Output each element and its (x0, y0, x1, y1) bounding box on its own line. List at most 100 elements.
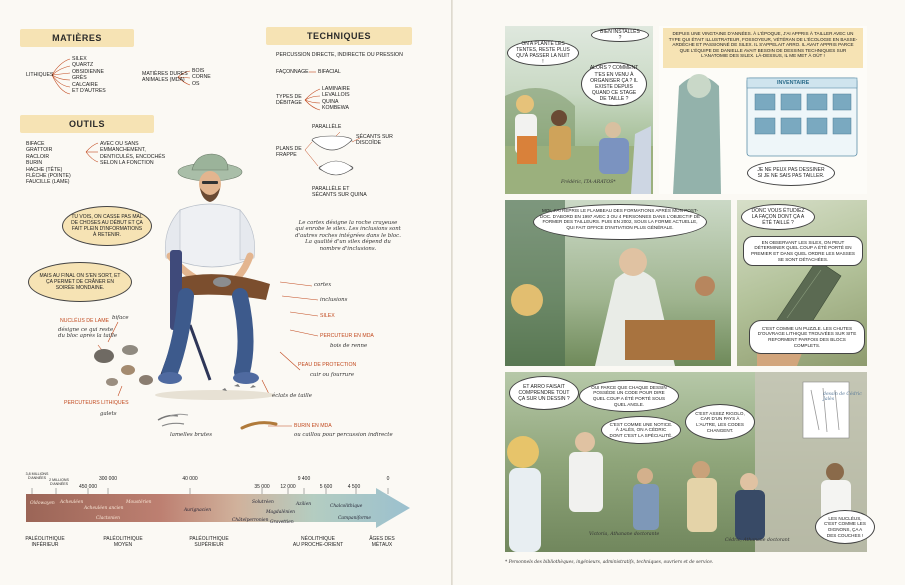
p4-bubble-donc: DONC VOUS ÉTUDIEZ LA FAÇON DONT ÇA A ÉTÉ… (741, 204, 815, 230)
tick-5600: 5 600 (319, 484, 333, 490)
culture-aurignacien: Aurignacien (184, 508, 212, 513)
p1-bubble-bien-installes: BIEN INSTALLÉS ? (591, 28, 649, 42)
label-percussion: PERCUSSION DIRECTE, INDIRECTE OU PRESSIO… (276, 52, 403, 58)
label-secants-discoide: SÉCANTS SUR DISCOÏDE (356, 134, 393, 147)
p2-screen-title: INVENTAIRE (777, 80, 810, 86)
p4-bubble-observant: EN OBSERVANT LES SILEX, ON PEUT DÉTERMIN… (743, 236, 863, 266)
label-eclats: éclats de taille (272, 393, 312, 399)
culture-magdalenien: Magdalénien (266, 510, 296, 515)
p3-caption: MOI, J'AI REPRIS LE FLAMBEAU DES FORMATI… (533, 204, 707, 240)
list-animales: BOIS CORNE OS (192, 68, 211, 87)
panel-1-art (505, 88, 653, 194)
label-lamelles: lamelles brutes (170, 432, 212, 438)
list-lithiques: SILEX QUARTZ OBSIDIENNE GRÈS CALCAIRE ET… (72, 56, 106, 95)
culture-campaniforme: Campaniforme (338, 516, 371, 521)
bubble-mais-au-final: MAIS AU FINAL ON S'EN SORT, ET ÇA PERMET… (28, 262, 132, 302)
label-bifacial: BIFACIAL (318, 69, 341, 75)
culture-chalcolithique: Chalcolithique (330, 504, 363, 509)
period-neolithique: NÉOLITHIQUE AU PROCHE-ORIENT (292, 536, 344, 548)
culture-oldowayen: Oldowayen (30, 501, 55, 506)
p5-signature-cedric: Cédric, Athanane doctorant (725, 538, 790, 543)
p2-caption: DEPUIS UNE VINGTAINE D'ANNÉES. À L'ÉPOQU… (663, 28, 863, 68)
list-debitage: LAMINAIRE LEVALLOIS QUINA KOMBEWA (322, 86, 350, 112)
p5-bubble-oignons: LES NUCLÉUS, C'EST COMME LES OIGNONS, ÇA… (815, 510, 875, 544)
label-animales: MATIÈRES DURES ANIMALES (MDA) (142, 71, 188, 84)
panel-5-art (507, 372, 867, 552)
p5-bubble-notice: C'EST COMME UNE NOTICE. À JALÈS, ON A CÉ… (601, 416, 681, 444)
period-paleo-inferieur: PALÉOLITHIQUE INFÉRIEUR (25, 536, 65, 548)
panel-3-art (505, 200, 715, 366)
label-faconnage: FAÇONNAGE (276, 69, 309, 75)
label-debitage: TYPES DE DÉBITAGE (276, 94, 302, 107)
culture-chatelperronien: Châtelperronien (232, 518, 269, 523)
tick-9400: 9 400 (297, 476, 311, 482)
culture-solutreen: Solutréen (252, 500, 274, 505)
period-paleo-moyen: PALÉOLITHIQUE MOYEN (103, 536, 143, 548)
tick-2m: 2 MILLIONS D'ANNÉES (49, 478, 69, 487)
tick-12000: 12 000 (280, 484, 296, 490)
culture-clactonien: Clactonien (96, 516, 120, 521)
label-parallele-secants: PARALLÈLE ET SÉCANTS SUR QUINA (312, 186, 367, 199)
culture-acheuleen: Acheuléen (60, 500, 84, 505)
culture-mousterien: Moustérien (126, 500, 152, 505)
label-peau: PEAU DE PROTECTION (298, 362, 357, 368)
list-outils: BIFACE GRATTOIR RACLOIR BURIN HACHE (TÊT… (26, 141, 71, 186)
tick-35000: 35 000 (254, 484, 270, 490)
tick-450000: 450 000 (78, 484, 98, 490)
p5-signature-victoria: Victoria, Athanane doctorante (589, 532, 660, 537)
label-plans-frappe: PLANS DE FRAPPE (276, 146, 302, 159)
label-biface: biface (112, 315, 129, 321)
tick-40000: 40 000 (182, 476, 198, 482)
label-percuteur-mda: PERCUTEUR EN MDA (320, 333, 374, 339)
label-galets: galets (100, 411, 117, 417)
p5-bubble-arro: ET ARRO FAISAIT COMPRENDRE TOUT ÇA SUR U… (509, 376, 579, 410)
panel-5 (505, 372, 867, 552)
left-page: MATIÈRES TECHNIQUES OUTILS LITHIQUES SIL… (0, 0, 452, 585)
label-inclusions: inclusions (320, 297, 348, 303)
period-paleo-superieur: PALÉOLITHIQUE SUPÉRIEUR (189, 536, 229, 548)
panel-2-art (673, 74, 858, 194)
lamelles-illustration (157, 413, 189, 427)
label-nucleus-desc: désigne ce qui reste du bloc après la ta… (58, 327, 118, 340)
p5-drawing-note: dessin de Cédric Jalès (823, 392, 862, 402)
p5-bubble-oui: OUI PARCE QUE CHAQUE DESSIN POSSÈDE UN C… (579, 380, 679, 412)
header-outils: OUTILS (20, 115, 154, 133)
p1-bubble-tentes: ON A PLANTÉ LES TENTES, RESTE PLUS QU'À … (507, 40, 579, 66)
bubble-tu-vois: TU VOIS, ON CASSE PAS MAL DE CHOSES AU D… (62, 206, 152, 246)
header-matieres: MATIÈRES (20, 29, 134, 47)
label-bois-renne: bois de renne (330, 343, 368, 349)
p4-bubble-puzzle: C'EST COMME UN PUZZLE. LES CHUTES D'OUVR… (749, 320, 865, 354)
label-silex: SILEX (320, 313, 335, 319)
p2-bubble-dessiner: JE NE PEUX PAS DESSINER SI JE NE SAIS PA… (747, 160, 835, 186)
tick-0: 0 (386, 476, 390, 482)
tick-4500: 4 500 (347, 484, 361, 490)
stones-illustration (94, 345, 153, 386)
period-ages-metaux: ÂGES DES MÉTAUX (369, 536, 395, 548)
label-burin-sub: ou caillou pour percussion indirecte (294, 432, 393, 438)
p1-bubble-alors: ALORS ? COMMENT T'ES EN VENU À ORGANISER… (581, 62, 647, 106)
footnote: * Personnels des bibliothèques, ingénieu… (505, 560, 714, 565)
culture-azilien: Azilien (296, 502, 312, 507)
label-cuir: cuir ou fourrure (310, 372, 355, 378)
burin-illustration (240, 421, 278, 430)
p1-signature: Frédéric, ITA-ARATOS* (561, 180, 616, 185)
label-lithiques: LITHIQUES (26, 72, 54, 78)
header-techniques: TECHNIQUES (266, 27, 412, 45)
culture-gravettien: Gravettien (270, 520, 294, 525)
p5-bubble-rigolo: C'EST ASSEZ RIGOLO, CAR D'UN PAYS À L'AU… (685, 404, 755, 440)
label-parallele: PARALLÈLE (312, 124, 342, 130)
tick-3-8m: 3,8 MILLIONS D'ANNÉES (25, 472, 49, 481)
outils-description: AVEC OU SANS EMMANCHEMENT, DENTICULÉS, E… (100, 141, 166, 167)
label-cortex: cortex (314, 282, 332, 288)
cortex-paragraph: Le cortex désigne la roche crayeuse qui … (295, 220, 401, 252)
label-nucleus: NUCLÉUS DE LAME (60, 318, 110, 324)
book-gutter (451, 0, 454, 585)
label-percuteurs-lithiques: PERCUTEURS LITHIQUES (64, 400, 129, 406)
timeline-arrow (26, 488, 410, 528)
tick-300000: 300 000 (98, 476, 118, 482)
knapper-illustration (155, 153, 275, 400)
label-burin-mda: BURIN EN MDA (294, 423, 332, 429)
right-page: BIEN INSTALLÉS ? ON A PLANTÉ LES TENTES,… (453, 0, 905, 585)
culture-acheuleen-ancien: Acheuléen ancien (84, 506, 124, 511)
